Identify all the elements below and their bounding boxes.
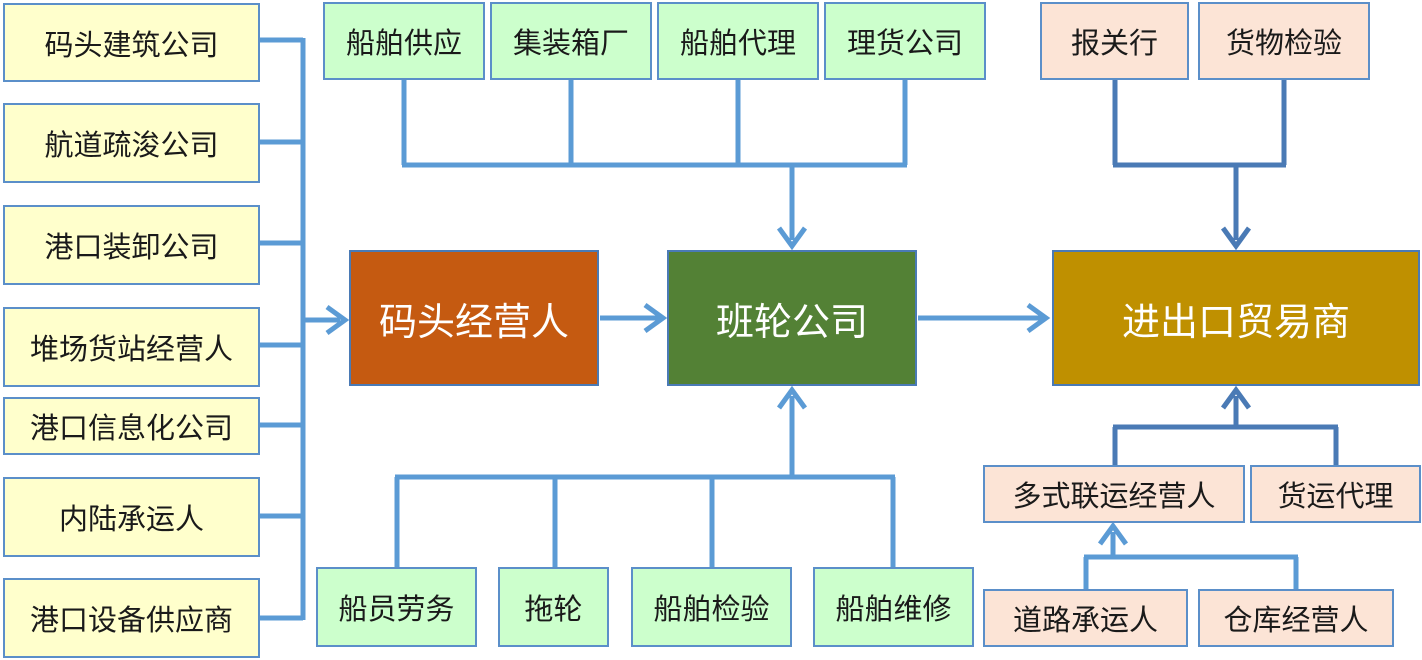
node-import-export-trader: 进出口贸易商 <box>1052 250 1420 386</box>
arrowhead-top-to-liner <box>776 226 808 251</box>
node-ship-supply: 船舶供应 <box>323 2 485 80</box>
node-container-factory: 集装箱厂 <box>490 2 652 80</box>
node-warehouse-operator: 仓库经营人 <box>1198 589 1394 647</box>
node-terminal-operator: 码头经营人 <box>349 250 599 386</box>
left-bracket-lines <box>258 37 306 621</box>
arrowhead-liner-to-trader <box>1026 302 1051 334</box>
node-ship-inspection: 船舶检验 <box>631 567 792 647</box>
arrowhead-top-to-trader <box>1220 226 1252 251</box>
arrowhead-bottom-to-liner <box>776 385 808 410</box>
node-port-informatization: 港口信息化公司 <box>3 397 260 455</box>
node-inland-carrier: 内陆承运人 <box>3 477 260 557</box>
node-tally-company: 理货公司 <box>824 2 986 80</box>
node-road-carrier: 道路承运人 <box>983 589 1188 647</box>
node-port-stevedoring: 港口装卸公司 <box>3 205 260 285</box>
node-freight-forwarder: 货运代理 <box>1250 465 1421 523</box>
arrowhead-bottom-to-middle <box>1097 521 1129 546</box>
node-crew-service: 船员劳务 <box>316 567 477 647</box>
bottom-green-bracket-lines <box>394 396 896 568</box>
node-channel-dredging: 航道疏浚公司 <box>3 103 260 183</box>
arrowhead-middle-to-trader <box>1220 385 1252 410</box>
bottom-pink-bracket-lines <box>1083 532 1299 590</box>
top-pink-bracket-lines <box>1112 80 1287 240</box>
arrowhead-terminal-to-liner <box>643 302 668 334</box>
node-customs-broker: 报关行 <box>1040 2 1189 80</box>
node-port-equipment-supplier: 港口设备供应商 <box>3 578 260 658</box>
node-cargo-inspection: 货物检验 <box>1198 2 1370 80</box>
node-multimodal-operator: 多式联运经营人 <box>983 465 1245 523</box>
node-yard-station-operator: 堆场货站经营人 <box>3 307 260 387</box>
top-green-bracket-lines <box>401 80 908 240</box>
middle-pink-bracket-lines <box>1112 396 1339 467</box>
node-liner-company: 班轮公司 <box>667 250 917 386</box>
node-ship-agency: 船舶代理 <box>657 2 819 80</box>
node-wharf-construction: 码头建筑公司 <box>3 3 260 82</box>
node-ship-repair: 船舶维修 <box>813 567 974 647</box>
arrowhead-left-to-terminal <box>325 304 350 336</box>
node-tugboat: 拖轮 <box>498 567 609 647</box>
